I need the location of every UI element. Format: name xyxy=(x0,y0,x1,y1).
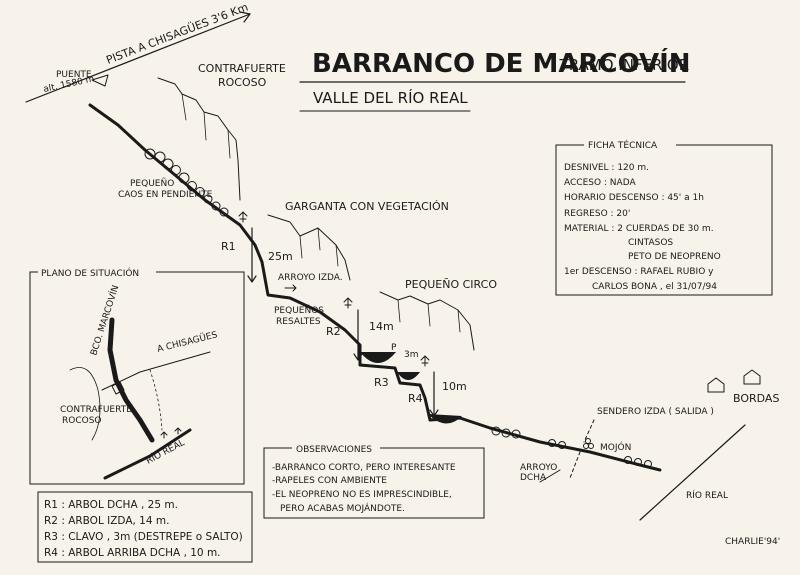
observaciones-heading: OBSERVACIONES xyxy=(296,445,372,455)
contrafuerte-label: CONTRAFUERTE xyxy=(198,62,286,75)
ficha-row: PETO DE NEOPRENO xyxy=(628,252,721,262)
rappel-row: R1 : ARBOL DCHA , 25 m. xyxy=(44,499,178,511)
canyon-profile xyxy=(88,103,662,472)
caos-label-2: CAOS EN PENDIENTE xyxy=(118,190,213,200)
ficha-row: HORARIO DESCENSO : 45' a 1h xyxy=(564,193,704,203)
ficha-heading: FICHA TÉCNICA xyxy=(588,139,658,151)
mojon-label: MOJÓN xyxy=(600,441,631,453)
sendero-label: SENDERO IZDA ( SALIDA ) xyxy=(597,407,714,417)
r4-arrow xyxy=(429,371,439,417)
r2-length: 14m xyxy=(369,320,394,333)
puente-symbol xyxy=(91,74,109,87)
valley-name: VALLE DEL RÍO REAL xyxy=(313,88,468,107)
rappel-row: R4 : ARBOL ARRIBA DCHA , 10 m. xyxy=(44,547,221,559)
contrafuerte-cliff xyxy=(157,77,241,201)
ficha-row: REGRESO : 20' xyxy=(564,209,630,219)
r3-pool xyxy=(397,372,420,380)
plano-bco-label: BCO. MARCOVÍN xyxy=(87,284,121,357)
arroyo-izda-arrow xyxy=(284,284,297,292)
r1-label: R1 xyxy=(221,240,236,253)
contrafuerte-hatch xyxy=(181,93,231,159)
rappel-row: R2 : ARBOL IZDA, 14 m. xyxy=(44,515,169,527)
pista-arrow-head xyxy=(239,11,251,23)
pista-arrow-line xyxy=(25,13,251,103)
rio-real-bank xyxy=(639,424,746,521)
r3-label: R3 xyxy=(374,376,389,389)
garganta-label: GARGANTA CON VEGETACIÓN xyxy=(285,200,449,213)
observaciones-line: -EL NEOPRENO NO ES IMPRESCINDIBLE, xyxy=(272,490,452,500)
r2-arrow xyxy=(353,309,363,361)
ficha-row: 1er DESCENSO : RAFAEL RUBIO y xyxy=(564,267,714,277)
arroyo-dcha-label-2: DCHA xyxy=(520,473,547,483)
mojon-icon xyxy=(583,438,594,449)
plano-contrafuerte-label: CONTRAFUERTE xyxy=(60,405,132,415)
plano-trail xyxy=(149,369,163,431)
subtitle: , TRAMO INFERIOR xyxy=(550,56,689,74)
borda-icon xyxy=(707,369,761,393)
signature: CHARLIE'94' xyxy=(725,537,780,547)
plano-contrafuerte-label-2: ROCOSO xyxy=(62,416,102,426)
plano-heading: PLANO DE SITUACIÓN xyxy=(41,267,139,279)
resaltes-label-2: RESALTES xyxy=(276,317,321,327)
observaciones-line: -RAPELES CON AMBIENTE xyxy=(272,476,387,486)
observaciones-line: PERO ACABAS MOJÁNDOTE. xyxy=(280,502,405,514)
plano-heading-bg xyxy=(38,264,156,280)
tree-icon xyxy=(160,427,182,439)
r4-pool xyxy=(428,414,462,424)
boulder-field xyxy=(144,148,652,468)
circo-label: PEQUEÑO CIRCO xyxy=(405,278,497,291)
plano-chisagues-label: A CHISAGÜES xyxy=(156,329,219,355)
ficha-row: ACCESO : NADA xyxy=(564,178,636,188)
plano-canyon xyxy=(107,317,155,443)
p-label: P xyxy=(391,343,397,353)
caos-label: PEQUEÑO xyxy=(130,178,174,189)
r1-length: 25m xyxy=(268,250,293,263)
title: BARRANCO DE MARCOVÍN xyxy=(312,47,691,79)
plano-river xyxy=(103,428,192,480)
r1-arrow xyxy=(247,227,257,283)
bordas-label: BORDAS xyxy=(733,392,779,405)
contrafuerte-label-2: ROCOSO xyxy=(218,76,267,89)
circo-wall xyxy=(379,291,475,351)
plano-bridge xyxy=(111,381,125,395)
garganta-wall xyxy=(267,214,351,281)
r2-pool xyxy=(360,352,396,363)
rappel-row: R3 : CLAVO , 3m (DESTREPE o SALTO) xyxy=(44,531,243,543)
rio-real-label: RÍO REAL xyxy=(686,489,728,501)
r2-label: R2 xyxy=(326,325,341,338)
arroyo-dcha-label: ARROYO xyxy=(520,463,557,473)
plano-box xyxy=(29,271,245,485)
resaltes-label: PEQUEÑOS xyxy=(274,305,324,316)
ficha-heading-bg xyxy=(584,136,676,152)
pista-label: PISTA A CHISAGÜES 3'6 Km xyxy=(104,1,250,67)
plano-contour xyxy=(69,367,101,441)
ficha-row: CARLOS BONA , el 31/07/94 xyxy=(592,282,717,292)
r4-length: 10m xyxy=(442,380,467,393)
puente-label: PUENTE xyxy=(56,70,92,80)
sendero-path xyxy=(569,419,595,479)
garganta-hatch xyxy=(299,227,339,267)
ficha-row: CINTASOS xyxy=(628,238,673,248)
rappels-box xyxy=(37,491,253,563)
arroyo-izda-label: ARROYO IZDA. xyxy=(278,273,343,283)
circo-hatch xyxy=(397,299,461,333)
tree-icon xyxy=(238,211,430,367)
observaciones-line: -BARRANCO CORTO, PERO INTERESANTE xyxy=(272,463,456,473)
r4-label: R4 xyxy=(408,392,423,405)
observaciones-heading-bg xyxy=(292,440,380,456)
arroyo-dcha-line xyxy=(539,469,561,483)
ficha-row: MATERIAL : 2 CUERDAS DE 30 m. xyxy=(564,224,714,234)
plano-road xyxy=(101,351,211,391)
ficha-row: DESNIVEL : 120 m. xyxy=(564,163,649,173)
r3-length: 3m xyxy=(404,350,419,360)
